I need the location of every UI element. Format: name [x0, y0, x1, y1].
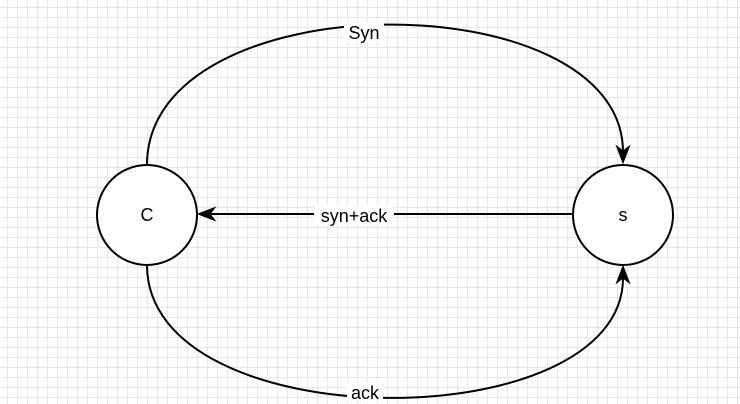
node-client[interactable]: C	[96, 164, 198, 266]
edge-syn-line	[146, 23, 624, 166]
edge-syn-label: Syn	[348, 23, 379, 43]
edge-ack-label-bg	[347, 382, 383, 402]
node-server-label: s	[619, 205, 628, 225]
edge-syn-ack-label: syn+ack	[321, 206, 389, 226]
node-client-label: C	[141, 205, 154, 225]
edge-ack-line	[146, 264, 624, 399]
edge-ack-label: ack	[351, 383, 380, 403]
node-server[interactable]: s	[572, 164, 674, 266]
node-server-circle	[572, 164, 674, 266]
edge-ack-arrowhead	[615, 264, 631, 285]
edge-ack: ack	[146, 264, 631, 403]
edge-syn: Syn	[146, 22, 631, 166]
edge-syn-arrowhead	[615, 144, 631, 165]
node-client-circle	[96, 164, 198, 266]
edge-syn-ack-arrowhead	[196, 206, 217, 222]
edge-syn-ack: syn+ack	[196, 205, 573, 226]
edge-syn-ack-label-bg	[314, 205, 394, 225]
edge-syn-label-bg	[344, 22, 384, 42]
